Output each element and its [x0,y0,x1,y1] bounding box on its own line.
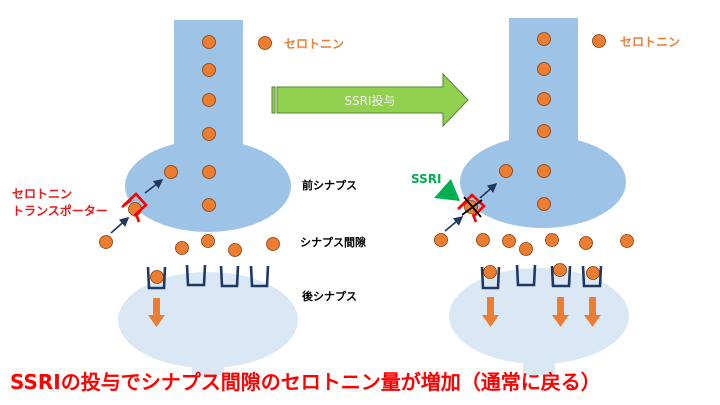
serotonin-molecule [202,63,216,77]
serotonin-molecule [202,198,216,212]
right-panel [434,18,634,375]
legend-serotonin-icon [258,36,272,50]
serotonin-molecule [202,127,216,141]
serotonin-molecule [537,164,551,178]
serotonin-molecule [579,236,593,250]
right-postsynaptic-neuron [449,268,629,364]
serotonin-molecule [99,235,113,249]
right-postsynaptic-stem [523,355,555,375]
signal-arrow-icon [482,297,499,327]
signal-arrow-icon [552,297,569,327]
legend-serotonin-icon [592,34,606,48]
serotonin-molecule [476,233,490,247]
ssri-administration-arrow: SSRI投与 [271,72,469,128]
label-synaptic-cleft: シナプス間隙 [300,235,366,249]
left-presynaptic-terminal [125,140,291,232]
serotonin-molecule [545,233,559,247]
serotonin-molecule [519,242,533,256]
left-panel [99,20,298,375]
bound-serotonin [586,266,600,280]
bound-serotonin [150,270,164,284]
serotonin-molecule [499,164,513,178]
left-cleft-serotonin [99,234,280,257]
serotonin-molecule [228,243,242,257]
serotonin-molecule [202,165,216,179]
transporter-label-line2: トランスポーター [12,203,108,218]
bound-serotonin [483,265,497,279]
reuptake-arrow [479,182,498,199]
serotonin-molecule [201,234,215,248]
serotonin-molecule [434,233,448,247]
left-postsynaptic-stem [192,355,224,375]
left-postsynaptic-neuron [118,272,298,368]
arrow-label: SSRI投与 [344,93,395,108]
ssri-molecule-icon [434,179,460,201]
signal-arrow-icon [148,298,165,327]
serotonin-molecule [537,124,551,138]
right-vesicle-serotonin [499,32,551,211]
serotonin-molecule [537,92,551,106]
label-presynapse: 前シナプス [302,178,357,192]
bound-serotonin [553,263,567,277]
caption: SSRIの投与でシナプス間隙のセロトニン量が増加（通常に戻る） [10,370,601,394]
serotonin-molecule [202,93,216,107]
serotonin-molecule [502,234,516,248]
legend-serotonin-left: セロトニン [284,37,344,51]
ssri-label: SSRI [411,172,441,186]
serotonin-molecule [266,237,280,251]
serotonin-molecule [537,197,551,211]
serotonin-molecule [164,165,178,179]
serotonin-molecule [537,62,551,76]
left-vesicle-serotonin [164,35,216,212]
reuptake-arrow [444,215,464,232]
reuptake-arrow [144,179,164,194]
serotonin-molecule [202,35,216,49]
transporter-label-line1: セロトニン [12,187,72,201]
serotonin-molecule [537,32,551,46]
right-cleft-serotonin [434,233,634,256]
legend-serotonin-right: セロトニン [620,35,680,49]
right-presynaptic-terminal [460,136,626,228]
right-receptors [480,264,603,290]
label-postsynapse: 後シナプス [302,289,357,303]
serotonin-molecule [175,241,189,255]
signal-arrow-icon [584,297,601,327]
reuptake-arrow [110,216,130,234]
serotonin-molecule [620,234,634,248]
left-receptors [146,264,270,290]
